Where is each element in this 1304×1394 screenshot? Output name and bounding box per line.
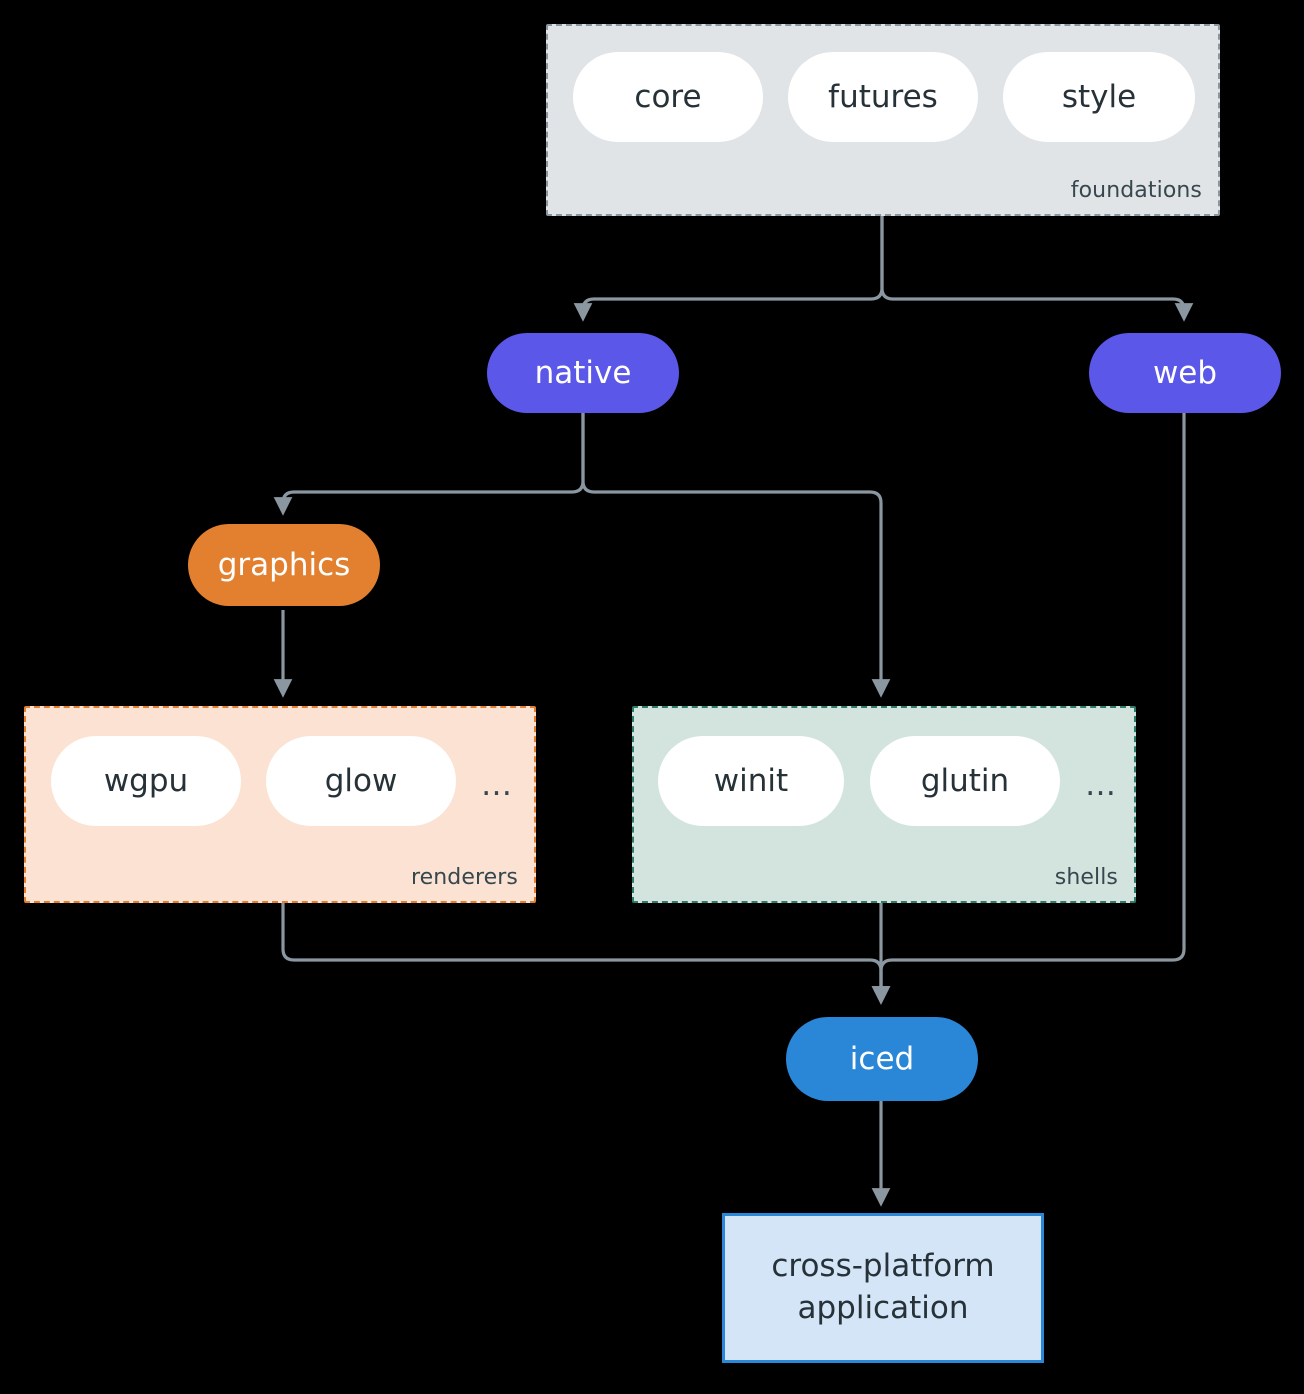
cross-platform-application-box[interactable]: cross-platform application xyxy=(722,1213,1044,1363)
edge-native-graphics xyxy=(273,412,585,516)
pill-glow[interactable]: glow xyxy=(266,736,456,826)
node-iced[interactable]: iced xyxy=(786,1017,978,1101)
node-native[interactable]: native xyxy=(487,333,679,413)
pill-core-label: core xyxy=(634,79,702,115)
pill-style[interactable]: style xyxy=(1003,52,1195,142)
node-web[interactable]: web xyxy=(1089,333,1281,413)
pill-wgpu-label: wgpu xyxy=(103,763,189,799)
cross-platform-application-label: cross-platform application xyxy=(771,1248,995,1326)
node-iced-label: iced xyxy=(849,1041,915,1077)
renderers-ellipsis: … xyxy=(481,767,512,803)
pill-winit[interactable]: winit xyxy=(658,736,844,826)
edge-foundations-native xyxy=(573,216,884,322)
edge-native-shells xyxy=(581,412,891,698)
pill-glutin[interactable]: glutin xyxy=(870,736,1060,826)
pill-glutin-label: glutin xyxy=(920,763,1010,799)
pill-wgpu[interactable]: wgpu xyxy=(51,736,241,826)
node-graphics-label: graphics xyxy=(217,547,351,583)
pill-futures[interactable]: futures xyxy=(788,52,978,142)
shells-ellipsis: … xyxy=(1085,767,1116,803)
pill-core[interactable]: core xyxy=(573,52,763,142)
node-web-label: web xyxy=(1152,355,1218,391)
node-native-label: native xyxy=(534,355,632,391)
group-label-shells: shells xyxy=(1054,865,1118,890)
pill-winit-label: winit xyxy=(713,763,789,799)
group-label-renderers: renderers xyxy=(410,865,518,890)
pill-glow-label: glow xyxy=(324,763,398,799)
edge-foundations-web xyxy=(880,216,1194,322)
group-label-foundations: foundations xyxy=(1070,178,1202,203)
pill-futures-label: futures xyxy=(828,79,938,115)
edge-renderers-iced xyxy=(281,903,891,1005)
pill-style-label: style xyxy=(1061,79,1137,115)
node-graphics[interactable]: graphics xyxy=(188,524,380,606)
